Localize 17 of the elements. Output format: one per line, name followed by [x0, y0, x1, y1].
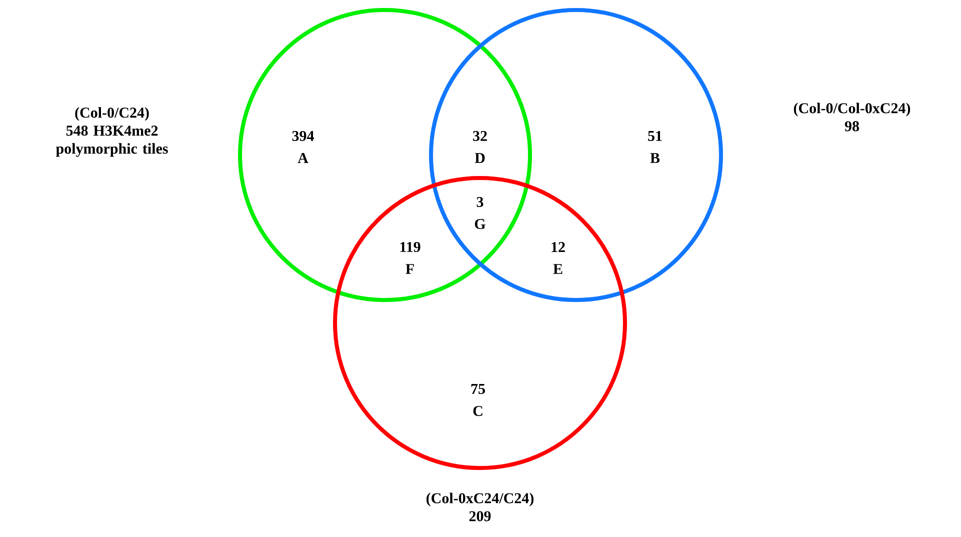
region-label: 3 [476, 196, 484, 208]
region-label: 12 [552, 242, 565, 252]
set-label: (Col-0/Col-0xC24) 98 [794, 102, 910, 132]
region-label: D [474, 153, 485, 163]
region-label: 32 [473, 130, 487, 142]
set-label: (Col-0xC24/C24) 209 [426, 492, 534, 522]
region-label: 394 [292, 130, 314, 142]
region-label: G [474, 218, 486, 230]
region-label: B [650, 153, 660, 163]
region-label: 119 [400, 242, 420, 252]
region-label: A [298, 153, 308, 163]
region-label: 51 [648, 130, 662, 142]
region-label: F [406, 264, 414, 274]
region-label: E [553, 264, 562, 274]
set-label: (Col-0/C24) 548 H3K4me2 polymorphic tiles [56, 107, 168, 157]
region-label: C [473, 406, 482, 416]
region-label: 75 [471, 384, 485, 394]
